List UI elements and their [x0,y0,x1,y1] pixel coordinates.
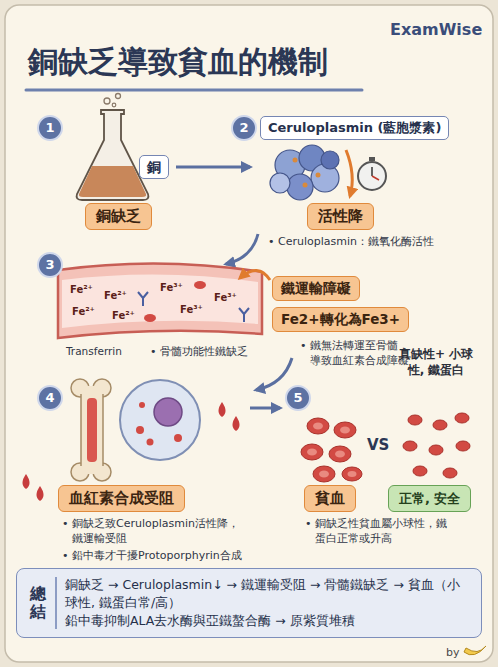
summary-line: 鉛中毒抑制ALA去水酶與亞鐵螯合酶 → 原紫質堆積 [65,612,471,630]
banana-icon [464,646,486,655]
box-text: 貧血 [315,489,345,508]
key-box: 血紅素合成受阻 [58,485,185,512]
stopwatch-icon [358,157,386,190]
protein-tag: Ceruloplasmin (藍胞漿素) [260,116,449,140]
step-number: 5 [285,385,311,411]
key-box: 鐵運輸障礙 [272,276,360,301]
bullet-note: • 鉛中毒才干擾Protoporphyrin合成 [62,548,242,563]
step-number: 4 [37,385,63,411]
box-text: Fe2+轉化為Fe3+ [281,310,400,329]
box-text: 4 [39,387,61,409]
decline-arrow [346,150,352,196]
step-number: 2 [231,115,257,141]
ion-label: Fe³⁺ [180,304,203,316]
ion-label: Fe²⁺ [112,310,135,322]
key-box: 活性降 [307,203,374,230]
bone-icon [71,379,111,481]
small-red-blood-cells [403,413,470,478]
protein-icon [270,145,339,200]
summary-box: 總結銅缺乏 → Ceruloplasmin↓ → 鐵運輸受阻 → 骨髓鐵缺乏 →… [16,568,482,638]
summary-heading: 總結 [30,585,46,620]
summary-line: 銅缺乏 → Ceruloplasmin↓ → 鐵運輸受阻 → 骨髓鐵缺乏 → 貧… [65,576,471,612]
brand-name: ExamWise [390,20,482,40]
box-text: 5 [287,387,309,409]
box-text: Ceruloplasmin (藍胞漿素) [268,119,441,137]
box-text: 鐵運輸障礙 [281,279,351,298]
status-box: 正常, 安全 [388,485,471,512]
box-text: 1 [39,117,61,139]
box-text: 血紅素合成受阻 [69,489,174,508]
part-label: Transferrin [66,344,122,358]
card [5,5,493,662]
comparison-note: 真缺性+ 小球性, 鐵蛋白 [392,346,480,378]
bullet-note: • 骨髓功能性鐵缺乏 [150,344,248,359]
key-box: Fe2+轉化為Fe3+ [272,307,409,332]
step-number: 1 [37,115,63,141]
title-underline [26,89,362,92]
bullet-note: • Ceruloplasmin：鐵氧化酶活性 [268,234,434,249]
flow-arrow [226,234,258,264]
ion-label: Fe²⁺ [72,306,95,318]
flask-icon [77,94,149,201]
box-text: 正常, 安全 [399,489,460,508]
ion-label: Fe³⁺ [160,282,183,294]
divider-line [55,577,57,629]
bullet-note: • 銅缺乏性貧血屬小球性，鐵蛋白正常或升高 [305,516,451,546]
box-text: 活性降 [318,207,363,226]
bullet-note: • 銅缺乏致Ceruloplasmin活性降，鐵運輸受阻 [62,516,248,546]
ion-label: Fe³⁺ [214,292,237,304]
blood-vessel [58,263,262,338]
flow-arrow [176,166,250,169]
flow-arrow [256,358,292,390]
red-blood-cells [301,418,362,482]
key-box: 貧血 [304,485,356,512]
element-tag: 銅 [139,155,169,179]
key-box: 銅缺乏 [85,203,152,230]
ion-label: Fe²⁺ [104,290,127,302]
cell-icon [120,380,200,460]
box-text: 3 [39,254,61,276]
ion-label: Fe²⁺ [70,284,93,296]
author-credit: by [446,646,460,660]
flow-arrow [250,407,280,410]
box-text: 銅 [147,158,161,176]
transport-arrow [240,270,270,280]
versus-label: VS [367,436,389,454]
box-text: 銅缺乏 [96,207,141,226]
box-text: 2 [233,117,255,139]
title: 銅缺乏導致貧血的機制 [28,44,328,80]
step-number: 3 [37,252,63,278]
